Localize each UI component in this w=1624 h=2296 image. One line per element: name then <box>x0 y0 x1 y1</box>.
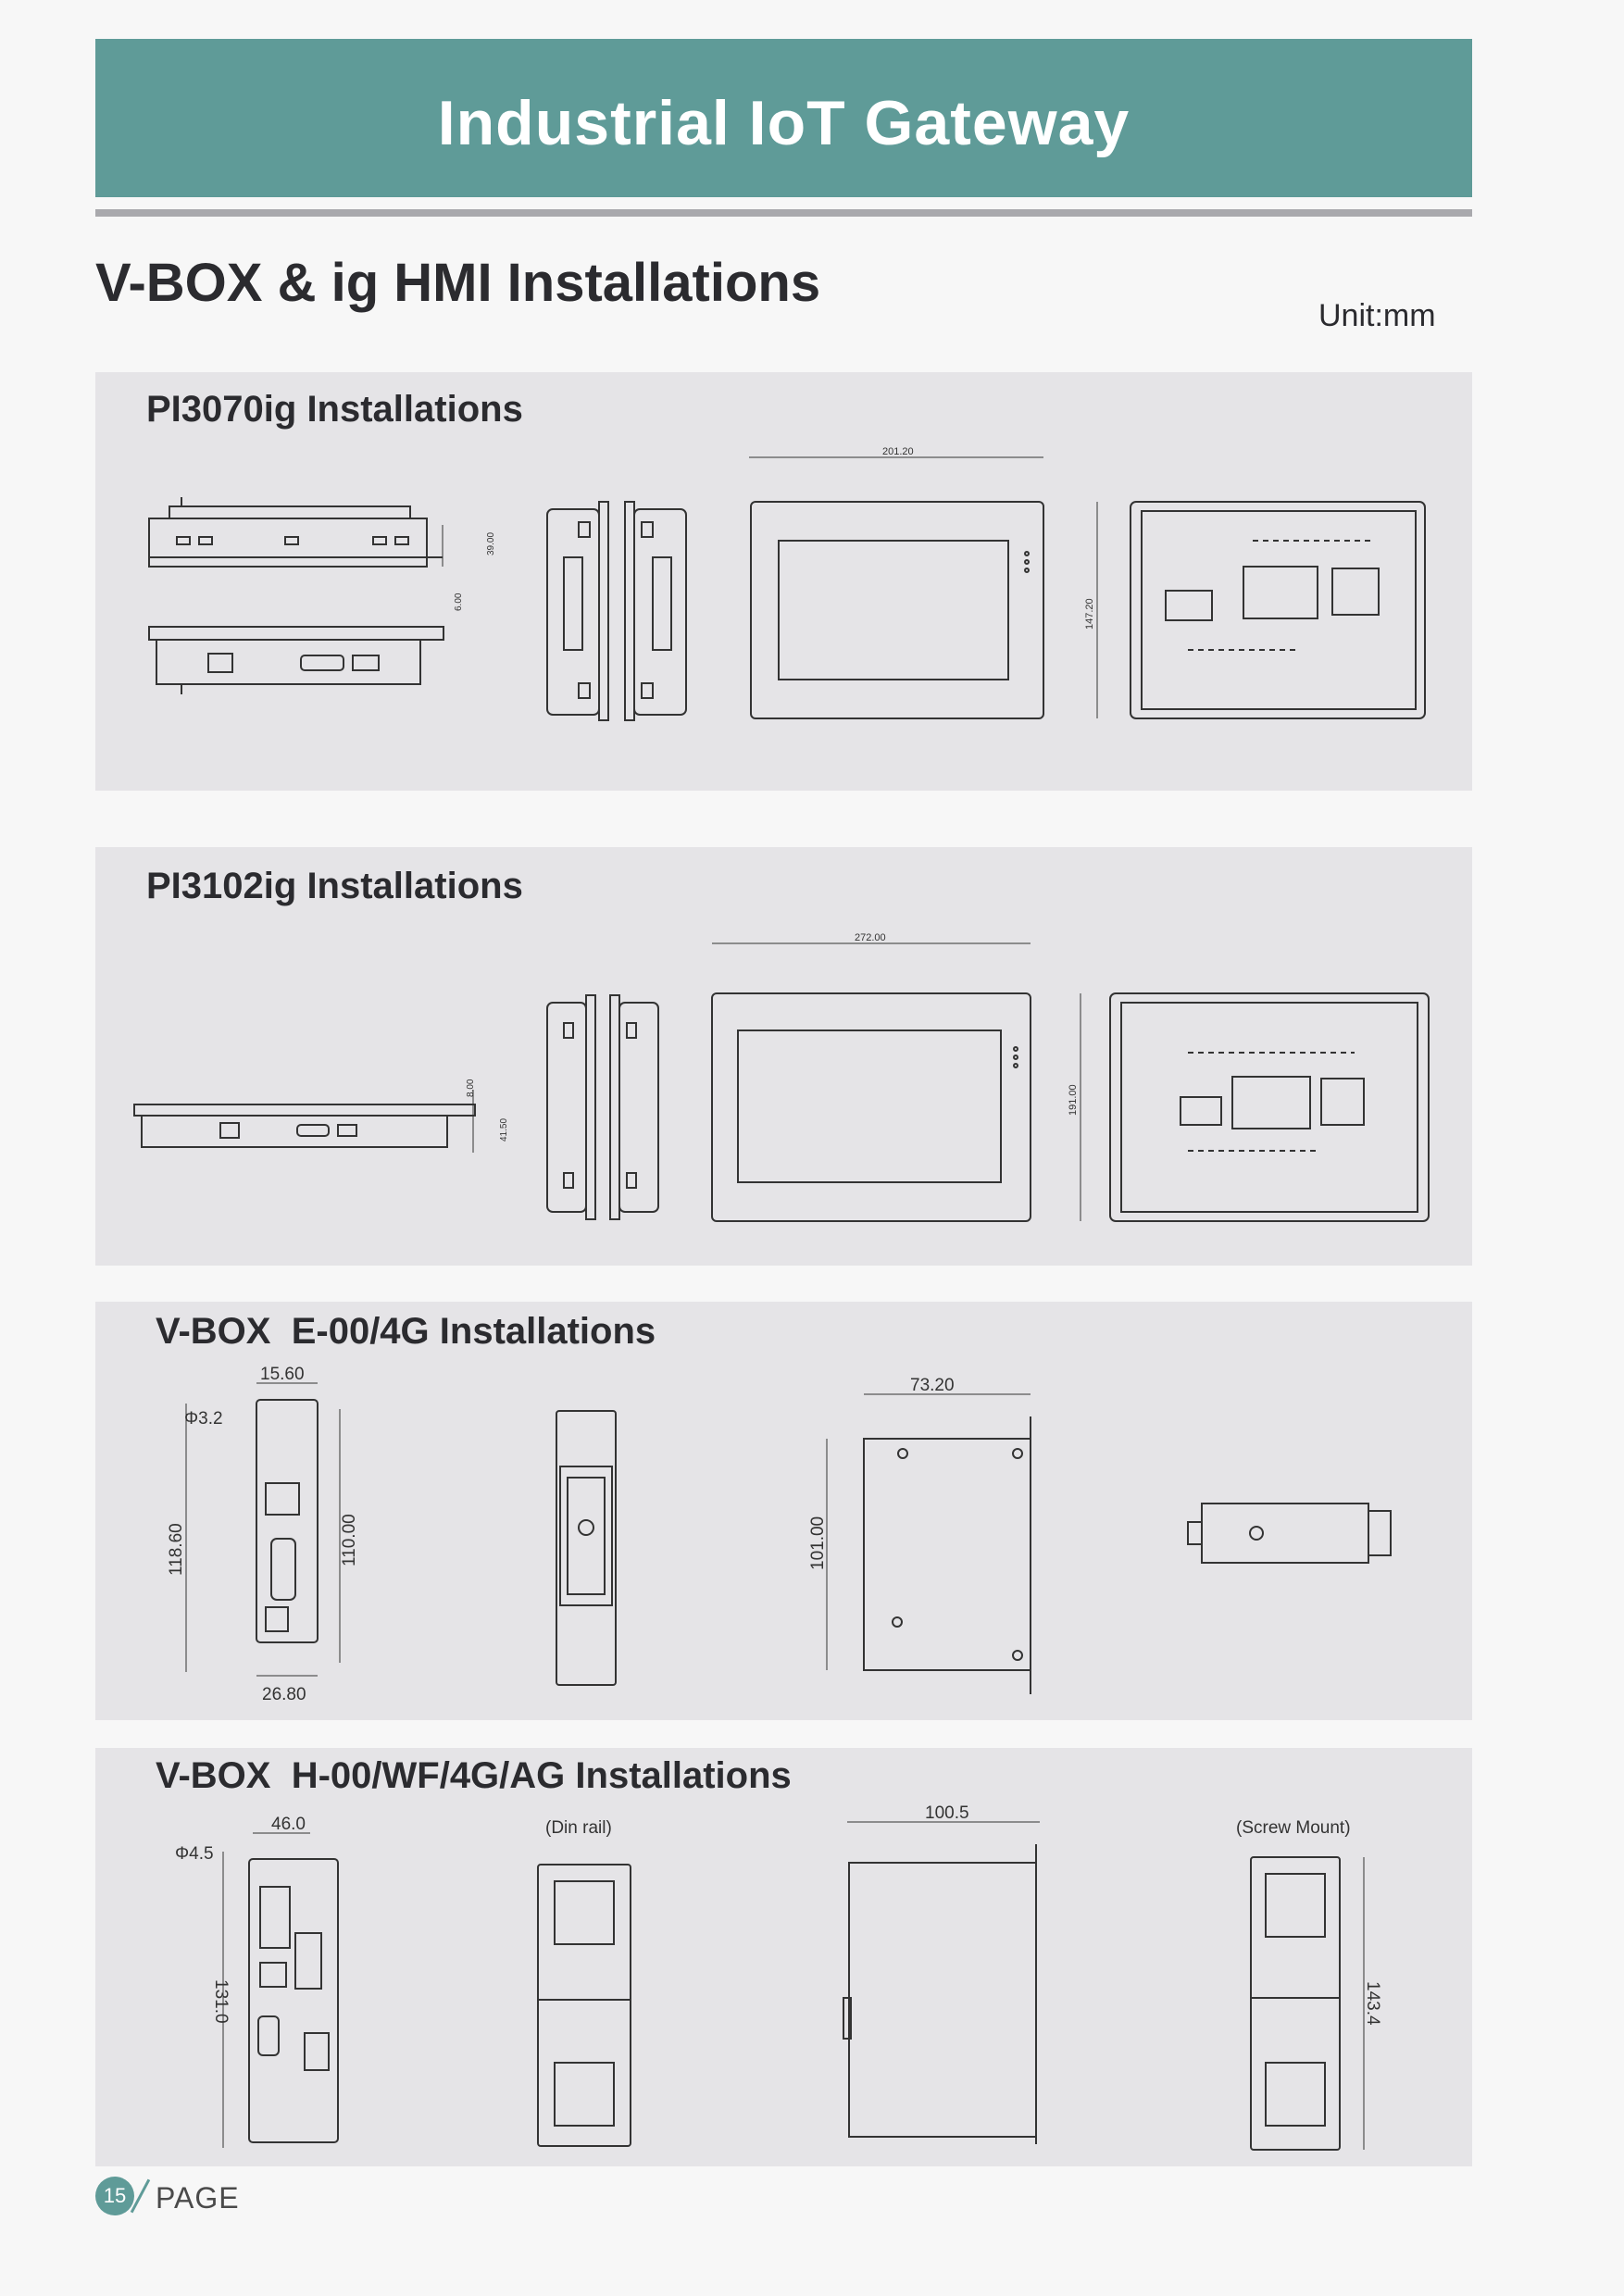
dim-height: 131.0 <box>211 1979 231 2024</box>
dim-hole: Φ3.2 <box>184 1409 223 1429</box>
pi3070ig-back-view <box>1130 501 1426 719</box>
page-number-badge: 15 <box>95 2177 134 2215</box>
pi3070ig-side-views <box>546 501 687 721</box>
pi3070ig-drawings: 39.00 6.00 201.20 147.20 <box>148 446 1426 721</box>
section-title: PI3102ig Installations <box>146 866 523 906</box>
pi3102ig-front-view <box>711 942 1081 1222</box>
dim-side-width: 100.5 <box>925 1803 969 1823</box>
pi3102ig-side-views <box>546 994 659 1220</box>
dim-height: 191.00 <box>1068 1084 1079 1116</box>
section-title: V-BOX E-00/4G Installations <box>156 1311 656 1352</box>
dim-top-width: 46.0 <box>271 1815 306 1834</box>
vbox-h-side-view <box>843 1821 1040 2144</box>
dim-depth-2: 6.00 <box>454 593 464 611</box>
pi3070ig-top-view <box>148 497 443 568</box>
vbox-e-side-view <box>826 1393 1031 1694</box>
label-screw-mount: (Screw Mount) <box>1236 1818 1351 1838</box>
unit-label: Unit:mm <box>1318 298 1436 333</box>
dim-side-height: 101.00 <box>808 1516 828 1570</box>
vbox-h-screw-mount-view <box>1250 1856 1365 2151</box>
pi3102ig-drawings: 8.00 41.50 272.00 191.00 <box>133 932 1430 1222</box>
page-title: V-BOX & ig HMI Installations <box>95 253 821 313</box>
header-divider <box>95 209 1472 217</box>
section-pi3102ig: PI3102ig Installations 8.00 41.50 27 <box>95 847 1472 1266</box>
dim-height-inner: 110.00 <box>340 1514 359 1566</box>
pi3070ig-bottom-view <box>148 626 444 694</box>
vbox-h-din-rail-view <box>537 1864 631 2147</box>
label-din-rail: (Din rail) <box>545 1818 612 1838</box>
section-pi3070ig: PI3070ig Installations 39.00 6.00 <box>95 372 1472 791</box>
header-banner: Industrial IoT Gateway <box>95 39 1472 197</box>
dim-hole: Φ4.5 <box>175 1844 214 1864</box>
vbox-e-drawings: 15.60 Φ3.2 118.60 110.00 26.80 73.20 101… <box>167 1365 1392 1704</box>
pi3102ig-back-view <box>1109 992 1430 1222</box>
pi3102ig-side-profile <box>133 1090 476 1153</box>
vbox-e-rail-view <box>556 1410 617 1686</box>
dim-bottom-width: 26.80 <box>262 1685 306 1704</box>
dim-depth-1: 8.00 <box>466 1079 476 1097</box>
vbox-e-front-view <box>185 1382 341 1677</box>
dim-width: 201.20 <box>882 446 914 457</box>
banner-title: Industrial IoT Gateway <box>437 87 1131 158</box>
dim-top-width: 15.60 <box>260 1365 305 1384</box>
dim-height: 147.20 <box>1084 598 1095 630</box>
dim-side-width: 73.20 <box>910 1376 955 1395</box>
vbox-h-front-view <box>222 1832 339 2148</box>
section-title: PI3070ig Installations <box>146 389 523 430</box>
section-title: V-BOX H-00/WF/4G/AG Installations <box>156 1755 792 1796</box>
section-vbox-h: V-BOX H-00/WF/4G/AG Installations 46.0 Φ… <box>95 1748 1472 2166</box>
dim-width: 272.00 <box>855 932 886 943</box>
pi3070ig-front-view <box>749 456 1098 719</box>
dim-depth-1: 39.00 <box>486 532 496 555</box>
page-label: PAGE <box>156 2181 240 2215</box>
dim-screw-height: 143.4 <box>1363 1981 1382 2026</box>
vbox-e-end-view <box>1187 1503 1392 1564</box>
dim-depth-2: 41.50 <box>499 1118 509 1142</box>
vbox-h-drawings: 46.0 Φ4.5 131.0 (Din rail) 100.5 (Screw … <box>175 1803 1382 2151</box>
section-vbox-e: V-BOX E-00/4G Installations 15.60 Φ3.2 1… <box>95 1302 1472 1720</box>
dim-height-outer: 118.60 <box>167 1523 186 1576</box>
